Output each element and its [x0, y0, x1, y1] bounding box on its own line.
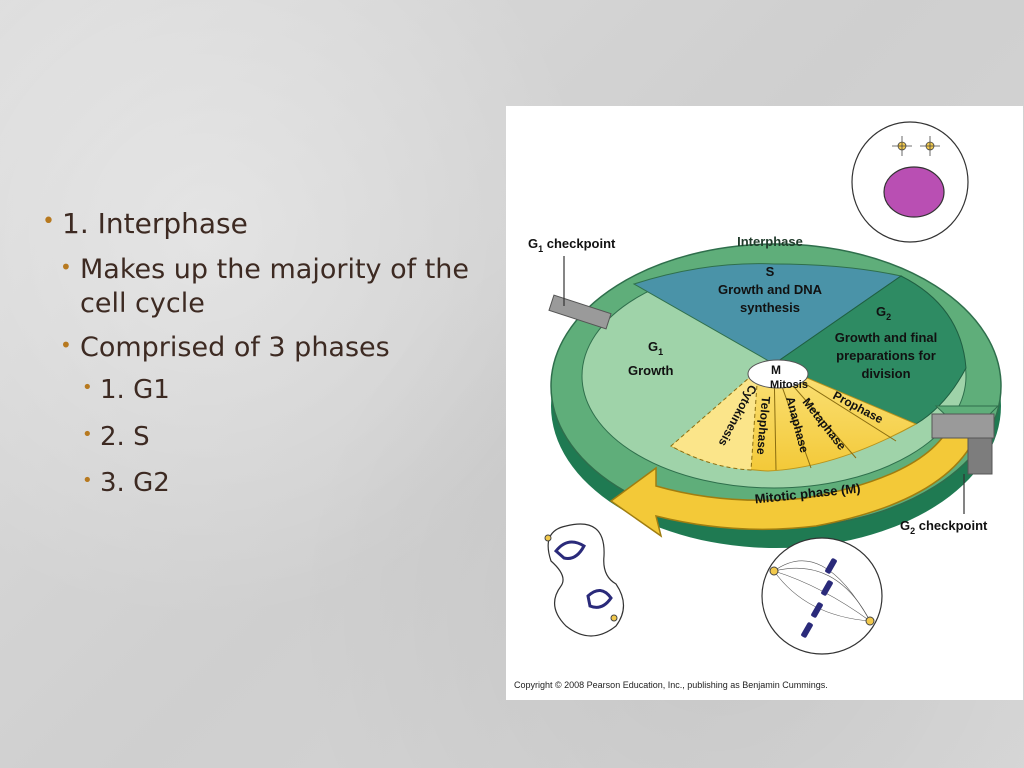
g2-phase-label: G2	[876, 304, 891, 322]
g2-checkpoint-post	[967, 437, 993, 475]
m-label: M	[771, 363, 781, 377]
s-letter: S	[766, 264, 775, 279]
telophase-label: Telophase	[754, 396, 773, 456]
metaphase-cell-illustration	[761, 537, 883, 655]
g2-line2: preparations for	[836, 348, 936, 363]
cytokinesis-cell-illustration	[544, 523, 625, 637]
bullet-g2: 3. G2	[42, 467, 512, 500]
interphase-label: Interphase	[737, 234, 803, 249]
s-line1: Growth and DNA	[718, 282, 823, 297]
bullet-interphase: 1. Interphase	[42, 206, 512, 241]
mitosis-label: Mitosis	[770, 379, 808, 391]
g1-growth-label: Growth	[628, 363, 674, 378]
chromosomes	[801, 558, 837, 638]
g2-checkpoint-bar	[931, 413, 995, 439]
slide-text-block: 1. Interphase Makes up the majority of t…	[42, 206, 512, 514]
g2-line3: division	[861, 366, 910, 381]
bullet-majority: Makes up the majority of the cell cycle	[42, 253, 512, 321]
bullet-g1: 1. G1	[42, 374, 512, 407]
cell-cycle-figure: Interphase G1 checkpoint S Growth and DN…	[506, 106, 1023, 700]
g1-checkpoint-label: G1 checkpoint	[528, 236, 616, 254]
g2-phase-segment	[772, 275, 967, 425]
s-line2: synthesis	[740, 300, 800, 315]
bullet-three-phases: Comprised of 3 phases	[42, 331, 512, 365]
nucleus	[883, 166, 945, 218]
g2-checkpoint-label: G2 checkpoint	[900, 518, 988, 536]
m-bubble	[747, 359, 809, 389]
copyright-text: Copyright © 2008 Pearson Education, Inc.…	[514, 680, 828, 690]
bullet-s: 2. S	[42, 421, 512, 454]
mitotic-phase-arrow	[609, 422, 977, 538]
cytokinesis-region	[670, 368, 759, 471]
g1-phase-label: G1	[648, 339, 663, 357]
centrosome-pair	[892, 136, 940, 156]
interphase-cell-illustration	[851, 121, 969, 243]
cell-cycle-diagram: Interphase G1 checkpoint S Growth and DN…	[514, 121, 1002, 690]
s-phase-segment	[632, 263, 903, 365]
g2-line1: Growth and final	[835, 330, 938, 345]
